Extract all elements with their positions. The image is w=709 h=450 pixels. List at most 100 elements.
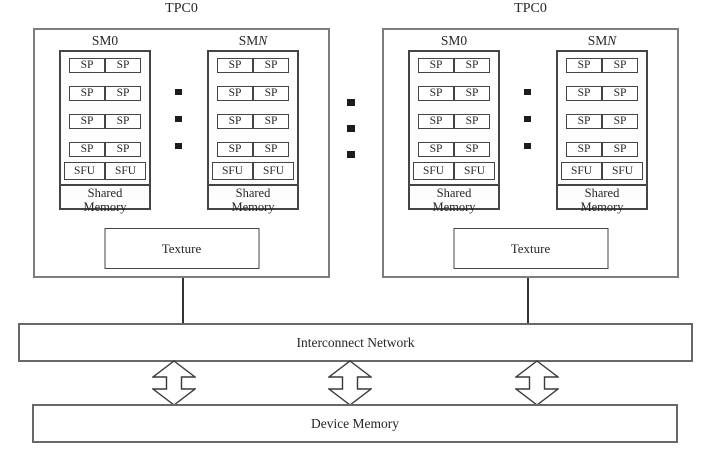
sp-row: SP SP bbox=[217, 86, 289, 101]
bidirectional-arrow-icon bbox=[515, 360, 559, 406]
shared-memory: Shared Memory bbox=[410, 184, 498, 215]
sp-cell: SP bbox=[105, 142, 141, 157]
sp-cell: SP bbox=[566, 86, 602, 101]
shared-memory: Shared Memory bbox=[61, 184, 149, 215]
sp-row: SP SP bbox=[566, 86, 638, 101]
shared-memory: Shared Memory bbox=[558, 184, 646, 215]
sp-cell: SP bbox=[69, 142, 105, 157]
sm-ellipsis-dots bbox=[175, 89, 182, 170]
texture-box: Texture bbox=[453, 228, 608, 269]
sp-cell: SP bbox=[253, 86, 289, 101]
device-memory-bar: Device Memory bbox=[32, 404, 678, 443]
sp-cell: SP bbox=[566, 114, 602, 129]
sp-cell: SP bbox=[454, 142, 490, 157]
shared-memory-line2: Memory bbox=[83, 200, 127, 215]
sfu-cell: SFU bbox=[454, 162, 495, 180]
sp-cell: SP bbox=[69, 114, 105, 129]
sfu-cell: SFU bbox=[413, 162, 454, 180]
sp-cell: SP bbox=[566, 58, 602, 73]
sp-cell: SP bbox=[418, 114, 454, 129]
sfu-row: SFU SFU bbox=[64, 162, 146, 180]
sp-cell: SP bbox=[602, 142, 638, 157]
sp-row: SP SP bbox=[217, 142, 289, 157]
sm-box: SP SP SP SP SP SP SP SP bbox=[408, 50, 500, 214]
sm-box: SP SP SP SP SP SP SP SP bbox=[207, 50, 299, 214]
sp-cell: SP bbox=[253, 142, 289, 157]
shared-memory: Shared Memory bbox=[209, 184, 297, 215]
shared-memory-line1: Shared bbox=[235, 186, 271, 200]
shared-memory-line2: Memory bbox=[432, 200, 476, 215]
sp-cell: SP bbox=[217, 142, 253, 157]
sm-label-prefix: SM bbox=[238, 33, 259, 48]
sp-row: SP SP bbox=[217, 114, 289, 129]
shared-memory-line2: Memory bbox=[231, 200, 275, 215]
sp-cell: SP bbox=[69, 58, 105, 73]
sfu-cell: SFU bbox=[212, 162, 253, 180]
sm-unit-last: SMN SP SP SP SP SP SP SP bbox=[556, 32, 648, 214]
sm-label: SMN bbox=[207, 32, 299, 50]
sp-cell: SP bbox=[217, 86, 253, 101]
tpc-title: TPC0 bbox=[165, 1, 198, 16]
sfu-cell: SFU bbox=[105, 162, 146, 180]
sp-row: SP SP bbox=[69, 58, 141, 73]
sfu-cell: SFU bbox=[64, 162, 105, 180]
sp-cell: SP bbox=[69, 86, 105, 101]
shared-memory-line1: Shared bbox=[87, 186, 123, 200]
ellipsis-dot bbox=[175, 89, 182, 95]
sm-label-prefix: SM bbox=[587, 33, 608, 48]
sp-row: SP SP bbox=[418, 142, 490, 157]
sfu-cell: SFU bbox=[561, 162, 602, 180]
interconnect-network-bar: Interconnect Network bbox=[18, 323, 693, 362]
shared-memory-line2: Memory bbox=[580, 200, 624, 215]
ellipsis-dot bbox=[175, 143, 182, 149]
sp-grid: SP SP SP SP SP SP SP SP bbox=[61, 52, 149, 162]
ellipsis-dot bbox=[347, 125, 355, 132]
sp-row: SP SP bbox=[566, 142, 638, 157]
sp-cell: SP bbox=[217, 114, 253, 129]
sp-cell: SP bbox=[454, 114, 490, 129]
sp-cell: SP bbox=[418, 86, 454, 101]
sm-label: SM0 bbox=[440, 33, 468, 48]
sp-cell: SP bbox=[418, 58, 454, 73]
sm-label: SM0 bbox=[91, 33, 119, 48]
sp-cell: SP bbox=[602, 114, 638, 129]
sp-cell: SP bbox=[566, 142, 602, 157]
sfu-row: SFU SFU bbox=[561, 162, 643, 180]
sp-grid: SP SP SP SP SP SP SP SP bbox=[558, 52, 646, 162]
ellipsis-dot bbox=[524, 143, 531, 149]
ellipsis-dot bbox=[175, 116, 182, 122]
sm-label-suffix: N bbox=[607, 33, 617, 48]
sfu-row: SFU SFU bbox=[212, 162, 294, 180]
connector-line-left bbox=[182, 278, 184, 323]
sm-box: SP SP SP SP SP SP SP SP bbox=[556, 50, 648, 214]
tpc-title: TPC0 bbox=[514, 1, 547, 16]
ellipsis-dot bbox=[347, 151, 355, 158]
sp-cell: SP bbox=[454, 86, 490, 101]
texture-box: Texture bbox=[104, 228, 259, 269]
sp-row: SP SP bbox=[566, 58, 638, 73]
sp-row: SP SP bbox=[69, 114, 141, 129]
sm-ellipsis-dots bbox=[524, 89, 531, 170]
sp-row: SP SP bbox=[418, 114, 490, 129]
sp-cell: SP bbox=[105, 86, 141, 101]
tpc-block-right: TPC0 SM0 SP SP SP SP SP SP bbox=[382, 0, 679, 278]
sm-unit-first: SM0 SP SP SP SP SP SP SP bbox=[59, 32, 151, 214]
sp-cell: SP bbox=[105, 114, 141, 129]
ellipsis-dot bbox=[524, 89, 531, 95]
tpc-box: SM0 SP SP SP SP SP SP SP bbox=[33, 28, 330, 278]
sp-cell: SP bbox=[105, 58, 141, 73]
shared-memory-line1: Shared bbox=[584, 186, 620, 200]
sm-label-suffix: N bbox=[258, 33, 268, 48]
sp-cell: SP bbox=[253, 114, 289, 129]
sp-cell: SP bbox=[253, 58, 289, 73]
bidirectional-arrow-icon bbox=[152, 360, 196, 406]
bidirectional-arrow-icon bbox=[328, 360, 372, 406]
sp-row: SP SP bbox=[69, 142, 141, 157]
sp-cell: SP bbox=[418, 142, 454, 157]
sp-cell: SP bbox=[602, 86, 638, 101]
sp-grid: SP SP SP SP SP SP SP SP bbox=[209, 52, 297, 162]
sp-cell: SP bbox=[602, 58, 638, 73]
sfu-cell: SFU bbox=[602, 162, 643, 180]
sp-row: SP SP bbox=[566, 114, 638, 129]
